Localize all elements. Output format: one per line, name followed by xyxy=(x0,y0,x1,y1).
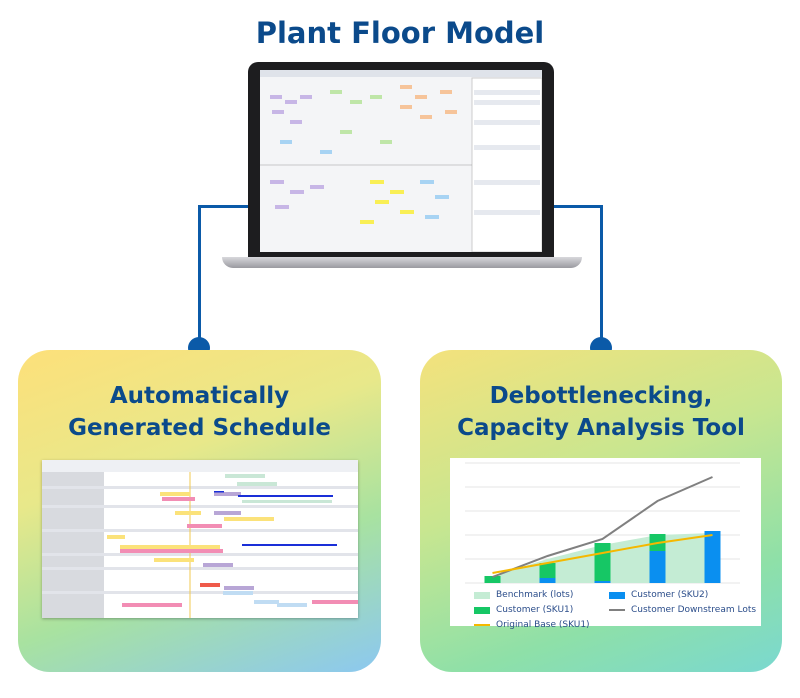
legend-swatch xyxy=(474,591,490,599)
bar-sku1 xyxy=(484,576,501,583)
title-line: Debottlenecking, xyxy=(489,383,713,409)
page-title: Plant Floor Model xyxy=(255,16,545,50)
title-line: Generated Schedule xyxy=(68,415,331,441)
bar-sku1 xyxy=(539,563,556,578)
bar-sku2 xyxy=(649,551,666,583)
connector-right xyxy=(554,205,602,208)
legend-label: Customer (SKU1) xyxy=(496,605,574,615)
capacity-card-title: Debottlenecking, Capacity Analysis Tool xyxy=(420,380,782,444)
chart-plot xyxy=(465,462,740,584)
title-line: Capacity Analysis Tool xyxy=(457,415,745,441)
capacity-analysis-card: Debottlenecking, Capacity Analysis Tool … xyxy=(420,350,782,672)
legend-label: Original Base (SKU1) xyxy=(496,620,590,630)
legend-benchmark: Benchmark (lots) xyxy=(474,590,609,600)
original-base-line xyxy=(492,534,713,574)
model-diagram xyxy=(260,70,542,252)
title-line: Automatically xyxy=(109,383,290,409)
downstream-line xyxy=(492,476,713,578)
connector-left xyxy=(198,205,248,208)
legend-swatch xyxy=(609,609,625,611)
bar-sku2 xyxy=(704,531,721,583)
legend-sku1: Customer (SKU1) xyxy=(474,605,609,615)
legend-swatch xyxy=(474,624,490,626)
legend-swatch xyxy=(474,606,490,614)
schedule-card: Automatically Generated Schedule xyxy=(18,350,381,672)
legend-sku2: Customer (SKU2) xyxy=(609,590,764,600)
legend-swatch xyxy=(609,591,625,599)
bar-sku1 xyxy=(594,543,611,581)
schedule-card-title: Automatically Generated Schedule xyxy=(18,380,381,444)
bar-sku2 xyxy=(594,581,611,583)
capacity-chart: Benchmark (lots) Customer (SKU2) Custome… xyxy=(450,458,761,630)
laptop-illustration xyxy=(248,62,554,258)
laptop-base xyxy=(222,257,582,268)
legend-label: Benchmark (lots) xyxy=(496,590,574,600)
legend-downstream: Customer Downstream Lots xyxy=(609,605,764,615)
connector-left-vertical xyxy=(198,205,201,345)
gantt-schedule-screenshot xyxy=(42,460,358,618)
connector-right-vertical xyxy=(600,205,603,345)
legend-original: Original Base (SKU1) xyxy=(474,620,609,630)
plant-floor-model-screenshot xyxy=(260,70,542,252)
chart-legend: Benchmark (lots) Customer (SKU2) Custome… xyxy=(474,590,764,630)
gantt-chart xyxy=(42,460,358,618)
legend-label: Customer (SKU2) xyxy=(631,590,709,600)
legend-label: Customer Downstream Lots xyxy=(631,605,757,615)
bar-sku2 xyxy=(539,578,556,583)
